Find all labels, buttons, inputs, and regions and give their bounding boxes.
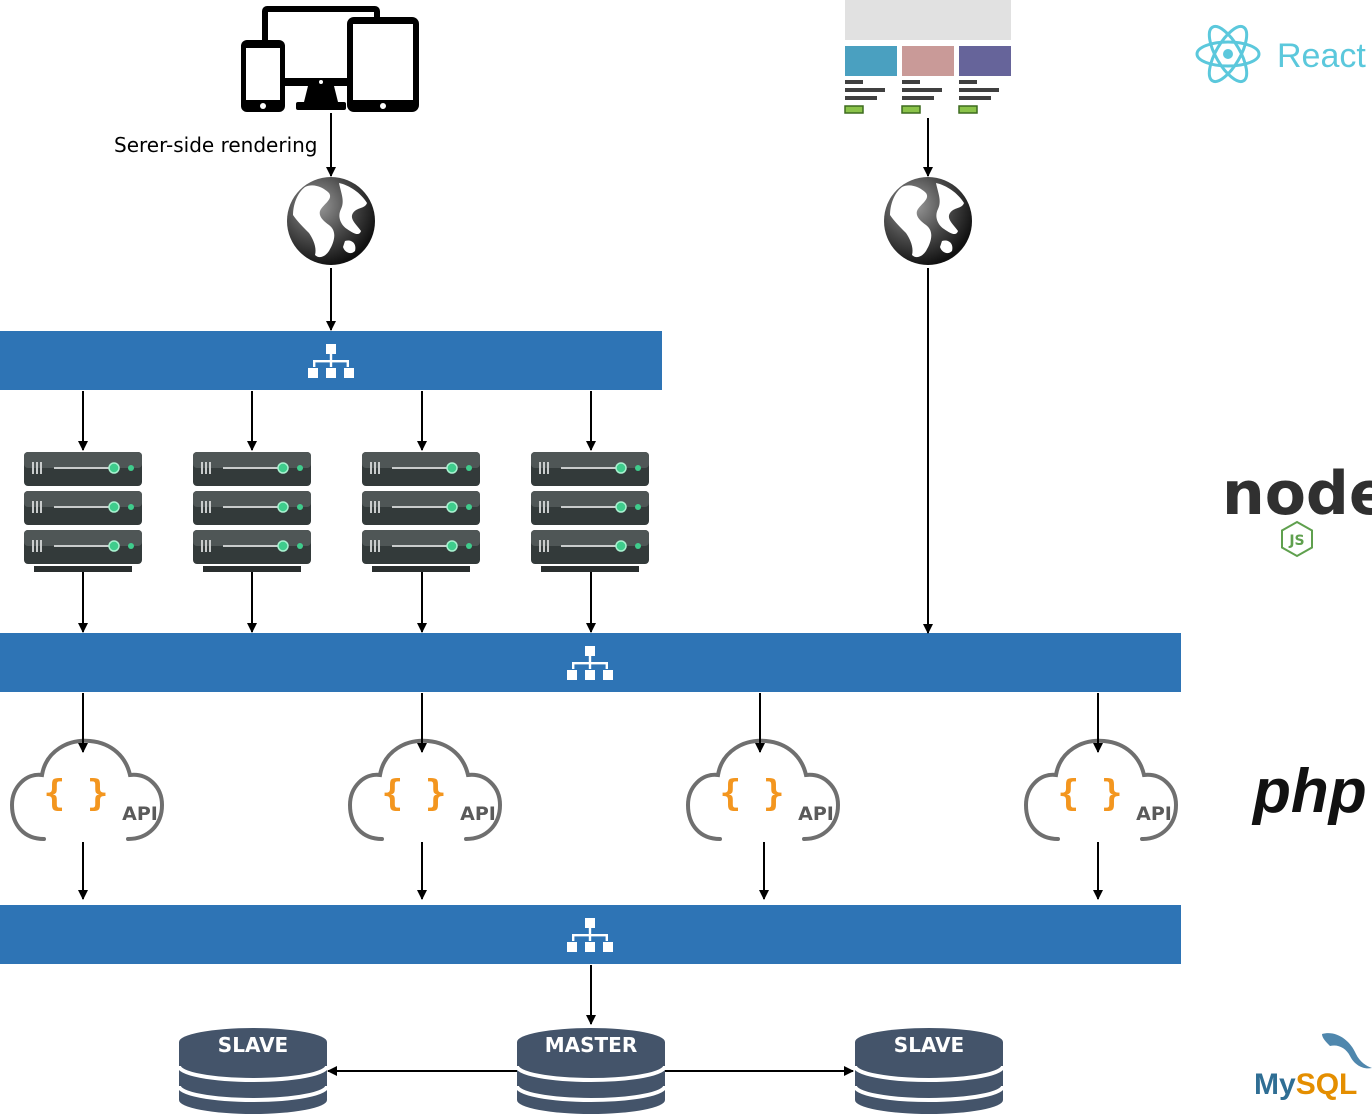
api-label: API	[460, 803, 496, 825]
php-logo: php	[1251, 757, 1367, 826]
api-label: API	[122, 803, 158, 825]
server-rack-icon	[24, 452, 142, 572]
connector-arrows	[78, 113, 1103, 1076]
api-brace-label: { }	[381, 773, 446, 814]
api-brace-label: { }	[1057, 773, 1122, 814]
ssr-label: Serer-side rendering	[114, 133, 318, 157]
api-brace-label: { }	[719, 773, 784, 814]
api-cloud-icon: { } API	[10, 738, 164, 841]
api-label: API	[1136, 803, 1172, 825]
api-brace-label: { }	[43, 773, 108, 814]
database-master: MASTER	[515, 1026, 667, 1115]
database-slave-right: SLAVE	[853, 1026, 1005, 1115]
api-cloud-icon: { } API	[348, 738, 502, 841]
devices-icon	[241, 6, 419, 112]
nodejs-logo: node JS	[1222, 459, 1372, 558]
globe-icon	[287, 177, 375, 265]
database-slave-left: SLAVE	[177, 1026, 329, 1115]
nodejs-js-text: JS	[1288, 533, 1304, 549]
mysql-sql-text: SQL	[1296, 1068, 1358, 1101]
nodejs-logo-text: node	[1222, 459, 1372, 529]
database-master-label: MASTER	[545, 1033, 638, 1057]
mysql-my-text: My	[1254, 1068, 1296, 1101]
database-slave-label: SLAVE	[894, 1033, 964, 1057]
globe-icon	[884, 177, 972, 265]
mysql-logo: MySQL	[1254, 1033, 1372, 1101]
server-rack-icon	[531, 452, 649, 572]
server-rack-icon	[193, 452, 311, 572]
api-label: API	[798, 803, 834, 825]
server-rack-icon	[362, 452, 480, 572]
database-slave-label: SLAVE	[218, 1033, 288, 1057]
react-logo: React	[1195, 24, 1366, 84]
api-cloud-icon: { } API	[686, 738, 840, 841]
spa-layout-icon	[844, 0, 1011, 114]
api-cloud-icon: { } API	[1024, 738, 1178, 841]
mysql-logo-text: MySQL	[1254, 1068, 1357, 1101]
react-logo-text: React	[1277, 37, 1366, 75]
